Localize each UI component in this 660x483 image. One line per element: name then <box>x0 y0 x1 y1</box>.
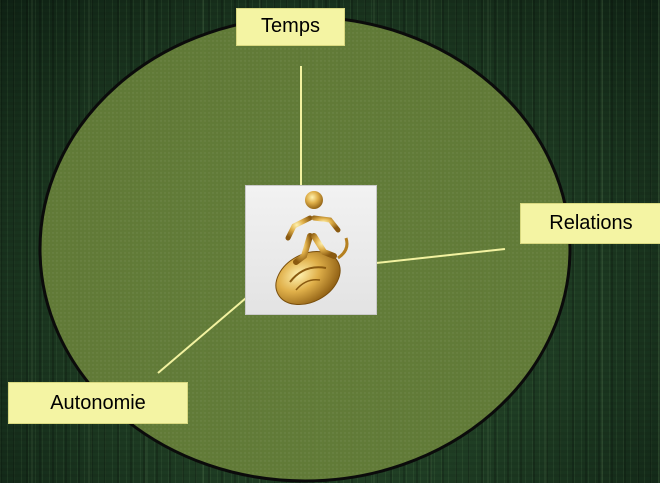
center-image-card <box>245 185 377 315</box>
gold-figure-surfing-mouse-icon <box>246 186 376 314</box>
label-temps: Temps <box>236 8 345 46</box>
label-relations: Relations <box>520 203 660 244</box>
label-autonomie: Autonomie <box>8 382 188 424</box>
